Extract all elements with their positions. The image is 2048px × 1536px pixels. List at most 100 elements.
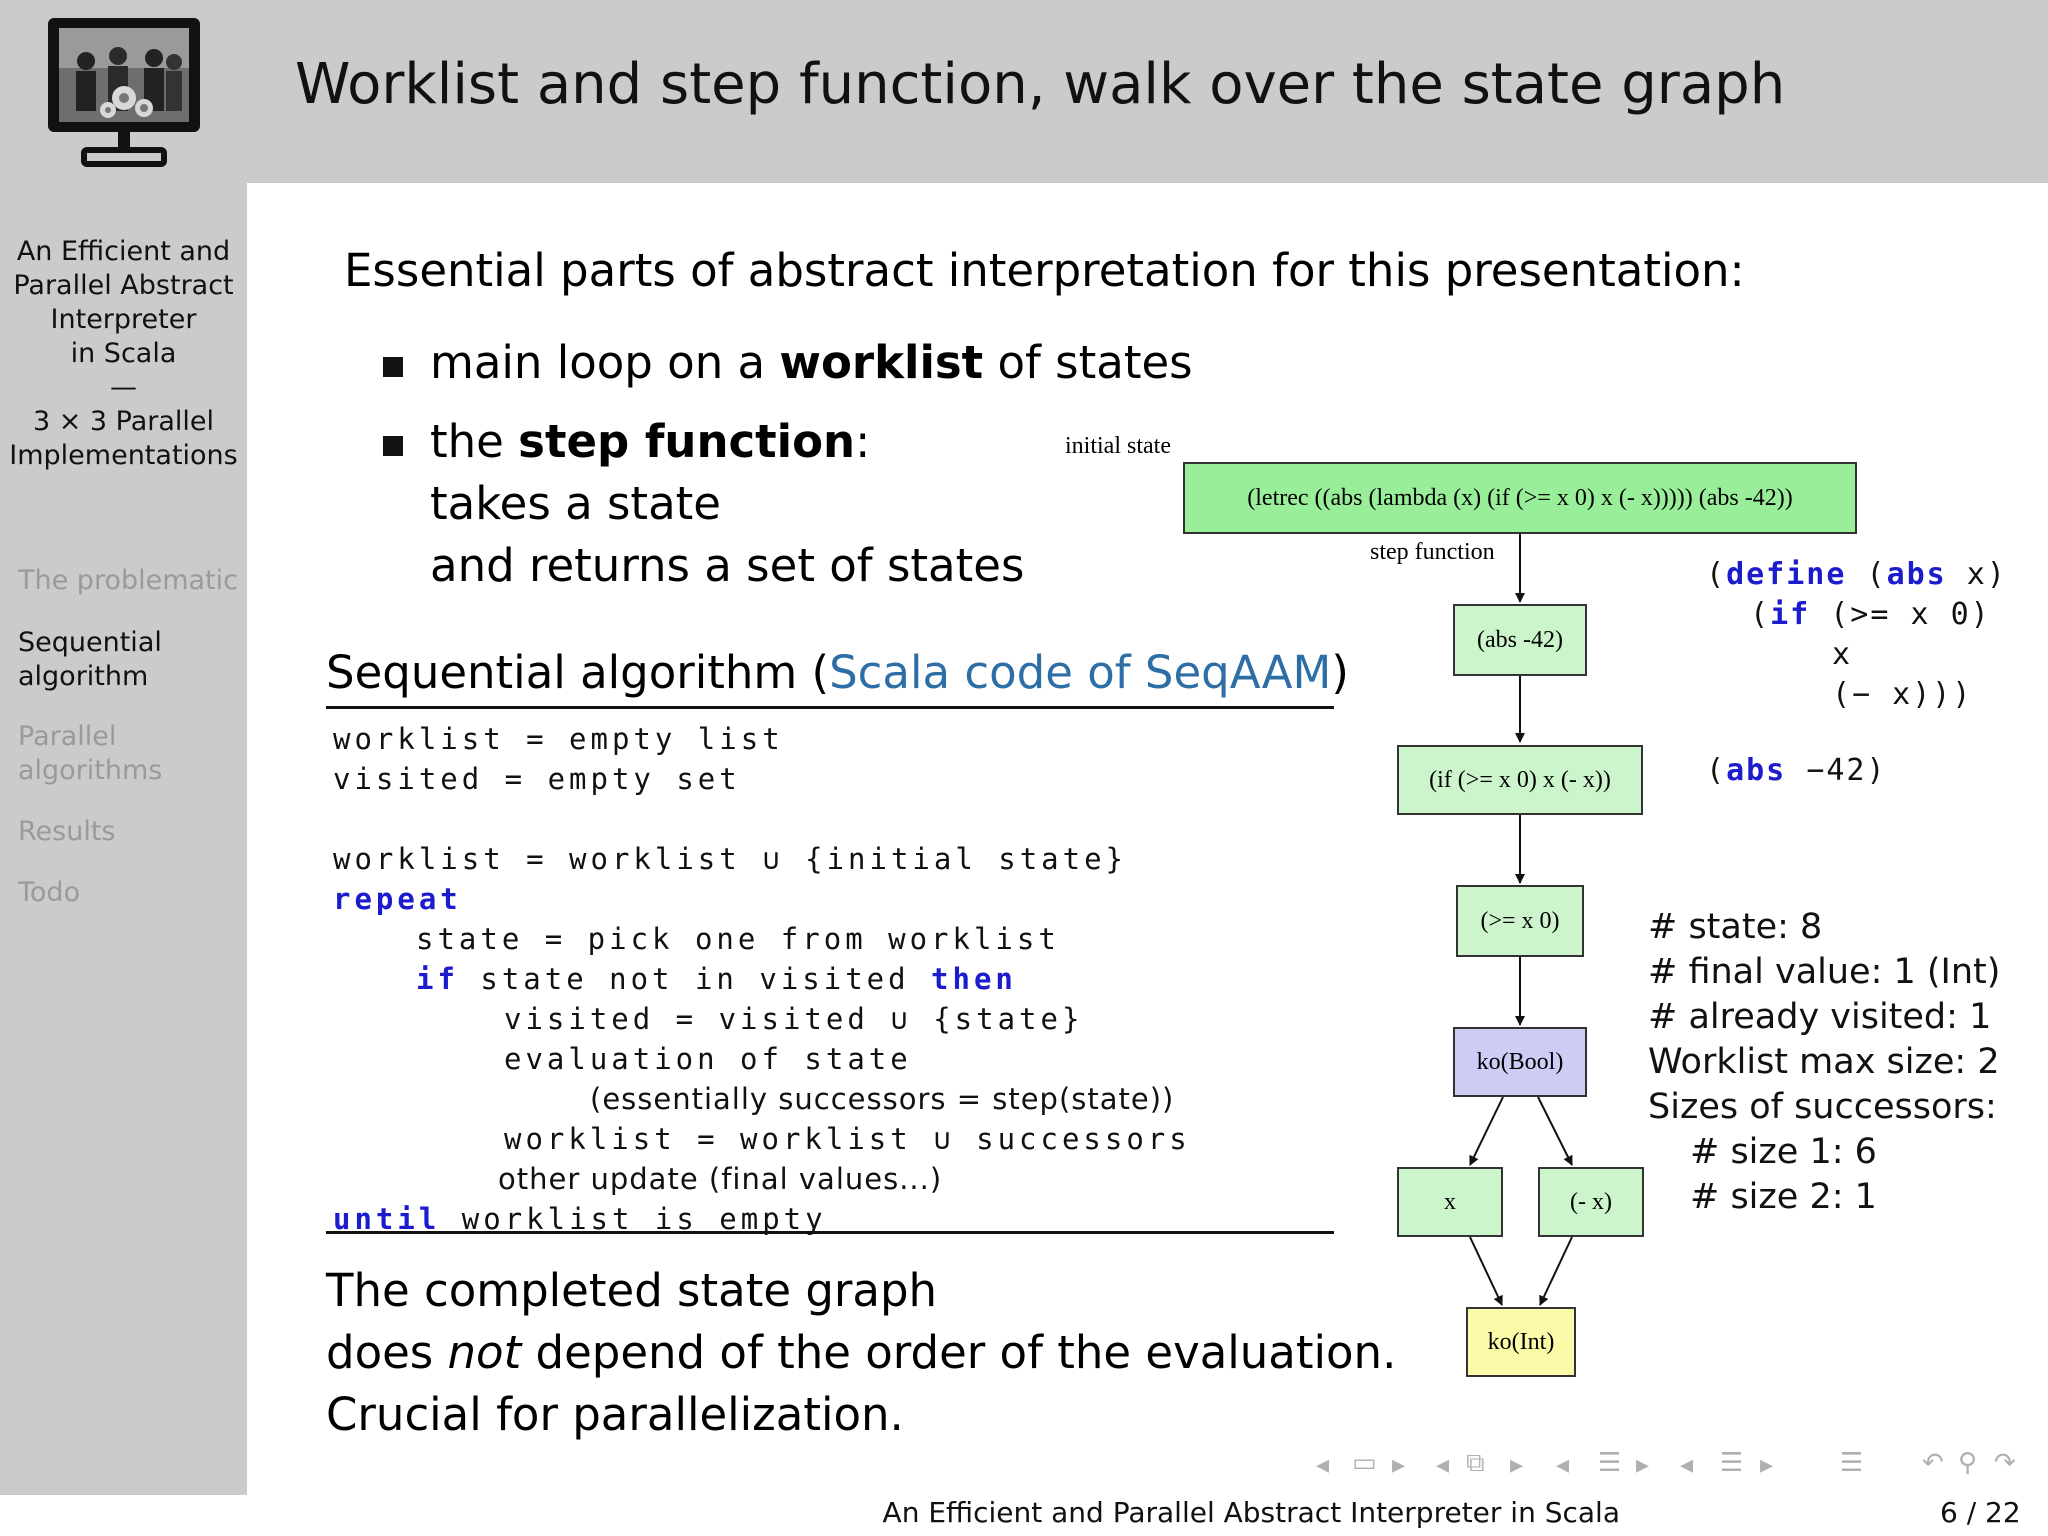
nav-redo-icon[interactable]: ↷ [1994, 1448, 2016, 1478]
nav-section-forward-icon[interactable]: ▸ [1636, 1450, 1650, 1480]
sidebar-title-line: Parallel Abstract [13, 270, 234, 301]
graph-edge [1469, 1236, 1503, 1306]
scheme-line: (if (>= x 0) [1750, 597, 1991, 632]
stat-worklist-max: Worklist max size: 2 [1648, 1042, 2000, 1082]
code-line: state = pick one from worklist [416, 922, 1060, 956]
intro-text: Essential parts of abstract interpretati… [344, 244, 1745, 297]
nav-section-back-icon[interactable]: ◂ [1556, 1450, 1570, 1480]
stat-final-value: # final value: 1 (Int) [1648, 952, 2001, 992]
nav-search-icon[interactable]: ⚲ [1958, 1448, 1978, 1478]
sidebar-title-line: 3 × 3 Parallel [32, 406, 215, 437]
code-line: worklist = worklist ∪ successors [504, 1122, 1191, 1156]
sidebar-title-line: — [110, 372, 137, 403]
algorithm-title: Sequential algorithm ( [326, 646, 830, 699]
stat-size2: # size 2: 1 [1690, 1177, 1877, 1217]
stat-size1: # size 1: 6 [1690, 1132, 1877, 1172]
bullet-step-function: the step function: [430, 415, 870, 468]
seqaam-code-link[interactable]: Scala code of SeqAAM [829, 646, 1332, 699]
sidebar-item-label: algorithm [18, 661, 149, 692]
bullet-step-line2: takes a state [430, 477, 721, 530]
code-text: visited = empty set [333, 762, 741, 796]
sidebar-item-results[interactable]: Results [18, 816, 116, 847]
code-line: worklist = empty list [333, 722, 784, 756]
nav-frame-icon[interactable]: ▭ [1352, 1448, 1377, 1478]
graph-edge [1469, 1096, 1504, 1166]
sidebar-item-todo[interactable]: Todo [18, 877, 81, 908]
scheme-line: (− x))) [1832, 677, 1973, 712]
nav-subsection-forward-icon[interactable]: ▸ [1510, 1450, 1524, 1480]
scheme-text: −42) [1786, 753, 1887, 788]
graph-node: (if (>= x 0) x (- x)) [1397, 745, 1643, 815]
code-text: worklist = worklist ∪ successors [504, 1122, 1191, 1156]
code-keyword: if [416, 962, 459, 996]
sidebar-item-parallel[interactable]: Parallel algorithms [18, 720, 162, 788]
nav-subsection-back-icon[interactable]: ◂ [1436, 1450, 1450, 1480]
bullet-square [383, 357, 403, 377]
bullet-text: of states [983, 336, 1193, 389]
sidebar-title-line: Interpreter [50, 304, 197, 335]
scheme-text: ( [1846, 557, 1887, 592]
code-keyword: then [931, 962, 1017, 996]
nav-subsection-icon[interactable]: ⧉ [1466, 1448, 1485, 1478]
label-step-function: step function [1370, 539, 1495, 565]
graph-node: (>= x 0) [1456, 885, 1584, 957]
algorithm-title: ) [1331, 646, 1349, 699]
code-text: (essentially successors = step(state)) [590, 1082, 1175, 1116]
code-text: worklist = empty list [333, 722, 784, 756]
scheme-line: (abs −42) [1706, 753, 1887, 788]
nav-frame-forward-icon[interactable]: ▸ [1392, 1450, 1406, 1480]
sidebar-item-sequential[interactable]: Sequential algorithm [18, 626, 162, 694]
page-number: 6 / 22 [1940, 1496, 2021, 1529]
code-line: worklist = worklist ∪ {initial state} [333, 842, 1127, 876]
nav-document-back-icon[interactable]: ◂ [1680, 1450, 1694, 1480]
scheme-text: ( [1750, 597, 1771, 632]
scheme-keyword: abs [1726, 753, 1787, 788]
graph-edge [1539, 1236, 1573, 1306]
nav-document-forward-icon[interactable]: ▸ [1760, 1450, 1774, 1480]
graph-node: (- x) [1538, 1167, 1644, 1237]
stat-states: # state: 8 [1648, 907, 1823, 947]
conclusion-text: depend of the order of the evaluation. [521, 1326, 1397, 1379]
code-line: repeat [333, 882, 462, 916]
nav-frame-back-icon[interactable]: ◂ [1316, 1450, 1330, 1480]
code-text: other update (final values...) [498, 1162, 943, 1196]
nav-appendix-icon[interactable]: ☰ [1840, 1448, 1864, 1478]
code-line: if state not in visited then [416, 962, 1017, 996]
nav-undo-icon[interactable]: ↶ [1922, 1448, 1944, 1478]
code-line: other update (final values...) [498, 1162, 942, 1196]
conclusion-text: does [326, 1326, 448, 1379]
conclusion-line3: Crucial for parallelization. [326, 1388, 904, 1441]
graph-node-bool: ko(Bool) [1453, 1027, 1587, 1097]
monitor-logo-icon [48, 18, 200, 167]
code-line: evaluation of state [504, 1042, 912, 1076]
code-text: visited = visited ∪ {state} [504, 1002, 1084, 1036]
conclusion-line2: does not depend of the order of the eval… [326, 1326, 1396, 1379]
code-line: (essentially successors = step(state)) [590, 1082, 1174, 1116]
conclusion-line1: The completed state graph [326, 1264, 938, 1317]
sidebar-item-problematic[interactable]: The problematic [18, 565, 238, 596]
scheme-keyword: abs [1886, 557, 1947, 592]
header-bar [247, 0, 2048, 183]
bullet-text: : [855, 415, 871, 468]
nav-document-icon[interactable]: ☰ [1720, 1448, 1744, 1478]
graph-node: x [1397, 1167, 1503, 1237]
graph-edge [1537, 1096, 1573, 1166]
algorithm-heading: Sequential algorithm (Scala code of SeqA… [326, 646, 1349, 699]
sidebar-item-label: Sequential [18, 627, 162, 658]
bullet-step-line3: and returns a set of states [430, 539, 1025, 592]
scheme-line: (define (abs x) [1706, 557, 2007, 592]
sidebar-item-label: Parallel [18, 721, 117, 752]
code-line: until worklist is empty [333, 1202, 827, 1236]
stat-already-visited: # already visited: 1 [1648, 997, 1992, 1037]
bullet-bold: step function [518, 415, 856, 468]
nav-section-icon[interactable]: ☰ [1598, 1448, 1622, 1478]
scheme-text: ( [1706, 557, 1727, 592]
code-text: worklist is empty [440, 1202, 827, 1236]
bullet-text: the [430, 415, 519, 468]
scheme-keyword: define [1726, 557, 1847, 592]
sidebar-title-line: Implementations [9, 440, 238, 471]
bullet-square [383, 436, 403, 456]
code-text: worklist = worklist ∪ {initial state} [333, 842, 1128, 876]
scheme-text: x) [1946, 557, 2007, 592]
label-initial-state: initial state [1065, 433, 1171, 459]
